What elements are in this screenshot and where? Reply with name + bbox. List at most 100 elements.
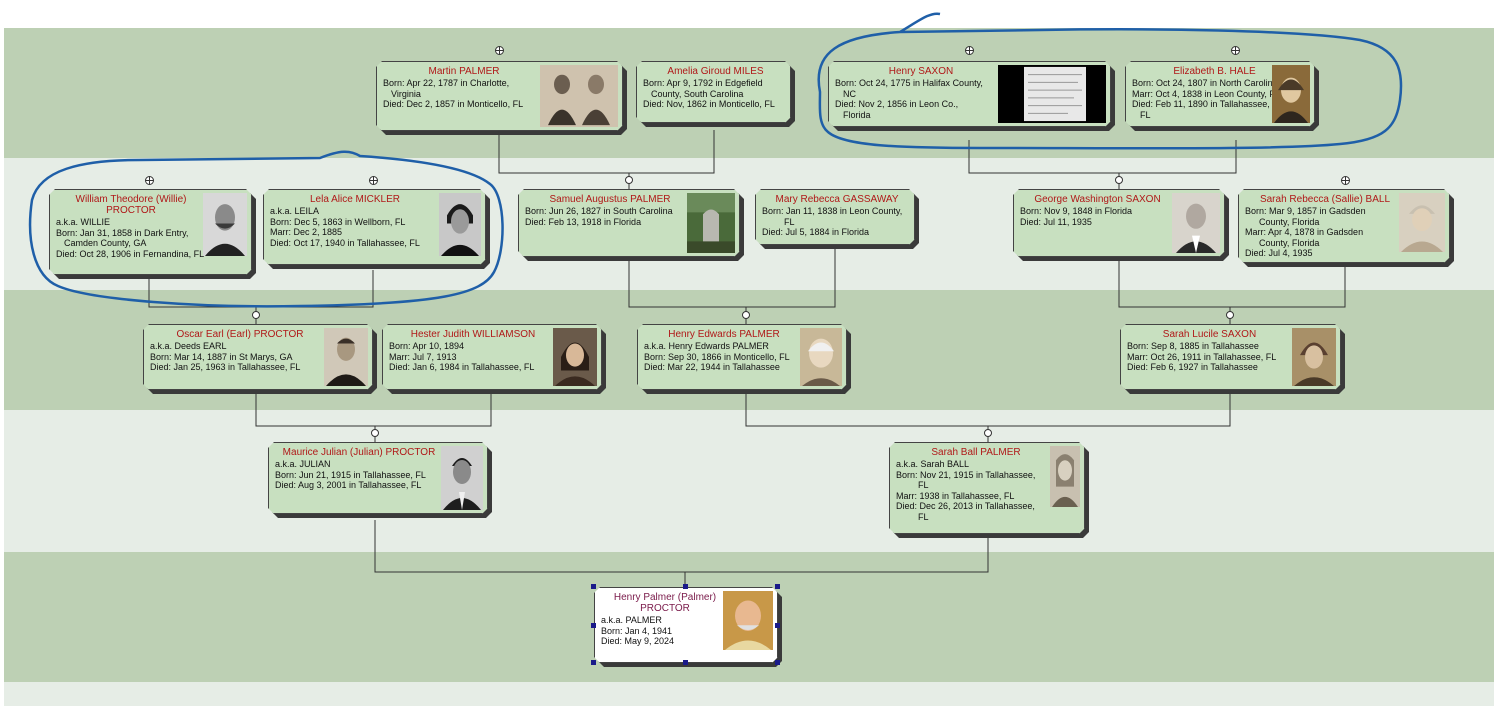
person-detail: Marr: 1938 in Tallahassee, FL (896, 490, 1015, 501)
person-name: Amelia Giroud MILES (667, 66, 764, 77)
person-detail: Died: Jan 6, 1984 in Tallahassee, FL (389, 362, 535, 372)
person-name: Sarah Rebecca (Sallie) BALL (1259, 194, 1391, 205)
person-detail: Born: Jun 26, 1827 in South Carolina (525, 206, 673, 216)
portrait-photo (203, 193, 247, 256)
resize-handle[interactable] (683, 584, 688, 589)
connector-line (498, 130, 715, 174)
person-detail: County, Florida (1259, 237, 1320, 248)
person-card-maurice-proctor[interactable]: Maurice Julian (Julian) PROCTOR a.k.a. J… (268, 442, 488, 514)
person-card-william-proctor[interactable]: William Theodore (Willie) PROCTOR a.k.a.… (49, 189, 252, 275)
person-detail: Born: Sep 30, 1866 in Monticello, FL (644, 351, 790, 362)
person-detail: Died: Nov, 1862 in Monticello, FL (643, 99, 775, 109)
gravestone-photo (687, 193, 735, 253)
person-detail: Died: Jul 4, 1935 (1245, 248, 1313, 258)
person-detail: Died: Jul 5, 1884 in Florida (762, 227, 870, 237)
person-detail: Died: Nov 2, 1856 in Leon Co., (835, 99, 959, 109)
resize-handle[interactable] (591, 660, 596, 665)
person-name: Sarah Ball PALMER (931, 447, 1021, 458)
person-detail: Died: Jul 11, 1935 (1020, 216, 1092, 227)
highlight-outline (28, 150, 504, 308)
person-name: Lela Alice MICKLER (309, 194, 401, 205)
family-connector-icon[interactable] (742, 311, 750, 319)
family-connector-icon[interactable] (252, 311, 260, 319)
person-detail: Died: Oct 17, 1940 in Tallahassee, FL (270, 237, 420, 248)
person-detail: Marr: Jul 7, 1913 (389, 351, 457, 362)
family-connector-icon[interactable] (625, 176, 633, 184)
family-connector-icon[interactable] (984, 429, 992, 437)
person-detail: a.k.a. WILLIE (56, 217, 111, 227)
person-detail: Born: Mar 14, 1887 in St Marys, GA (150, 351, 293, 362)
person-name: Oscar Earl (Earl) PROCTOR (176, 329, 304, 340)
family-connector-icon[interactable] (1226, 311, 1234, 319)
person-card-sarah-lucile-saxon[interactable]: Sarah Lucile SAXON Born: Sep 8, 1885 in … (1120, 324, 1341, 390)
person-detail: Born: Apr 9, 1792 in Edgefield (643, 78, 763, 88)
portrait-photo (540, 65, 618, 127)
family-connector-icon[interactable] (1115, 176, 1123, 184)
expand-parents-icon[interactable] (145, 176, 154, 185)
person-name: Henry SAXON (888, 66, 954, 77)
person-detail: a.k.a. PALMER (601, 615, 662, 625)
portrait-photo (1172, 193, 1220, 253)
highlight-outline (817, 12, 1403, 150)
person-detail: Born: Oct 24, 1807 in North Carolina (1132, 78, 1278, 88)
resize-handle[interactable] (591, 623, 596, 628)
person-detail: Florida (843, 109, 871, 120)
person-card-lela-mickler[interactable]: Lela Alice MICKLER a.k.a. LEILA Born: De… (263, 189, 486, 265)
expand-parents-icon[interactable] (495, 46, 504, 55)
person-name: Mary Rebecca GASSAWAY (775, 194, 899, 205)
person-name: Martin PALMER (428, 66, 500, 77)
person-card-sarah-rebecca-ball[interactable]: Sarah Rebecca (Sallie) BALL Born: Mar 9,… (1238, 189, 1450, 263)
person-detail: Born: Jun 21, 1915 in Tallahassee, FL (275, 469, 426, 480)
resize-handle[interactable] (775, 660, 780, 665)
person-detail: Born: Nov 21, 1915 in Tallahassee, (896, 469, 1036, 480)
person-detail: FL (918, 511, 929, 522)
person-card-elizabeth-hale[interactable]: Elizabeth B. HALE Born: Oct 24, 1807 in … (1125, 61, 1315, 127)
person-card-henry-saxon[interactable]: Henry SAXON Born: Oct 24, 1775 in Halifa… (828, 61, 1111, 127)
person-detail: a.k.a. Sarah BALL (896, 459, 970, 469)
person-card-martin-palmer[interactable]: Martin PALMER Born: Apr 22, 1787 in Char… (376, 61, 623, 131)
person-card-mary-rebecca-gassaway[interactable]: Mary Rebecca GASSAWAY Born: Jan 11, 1838… (755, 189, 915, 245)
person-detail: Died: Jan 25, 1963 in Tallahassee, FL (150, 362, 301, 372)
connector-line (255, 393, 492, 427)
resize-handle[interactable] (683, 660, 688, 665)
person-detail: Born: Apr 22, 1787 in Charlotte, (383, 78, 510, 88)
person-detail: Born: Oct 24, 1775 in Halifax County, (835, 78, 983, 88)
connector-line (1118, 260, 1346, 308)
person-detail: Died: Feb 11, 1890 in Tallahassee, (1132, 99, 1270, 109)
person-name: Henry Palmer (Palmer) PROCTOR (613, 592, 717, 614)
portrait-photo (723, 591, 773, 650)
row-band (4, 410, 1494, 552)
expand-parents-icon[interactable] (1231, 46, 1240, 55)
person-name: Samuel Augustus PALMER (549, 194, 671, 205)
expand-parents-icon[interactable] (1341, 176, 1350, 185)
person-card-amelia-miles[interactable]: Amelia Giroud MILES Born: Apr 9, 1792 in… (636, 61, 791, 123)
person-detail: NC (843, 88, 856, 99)
person-detail: Died: Aug 3, 2001 in Tallahassee, FL (275, 480, 422, 490)
person-detail: Died: Feb 13, 1918 in Florida (525, 216, 642, 227)
person-detail: Camden County, GA (64, 238, 147, 248)
person-card-samuel-palmer[interactable]: Samuel Augustus PALMER Born: Jun 26, 182… (518, 189, 740, 257)
person-card-hester-williamson[interactable]: Hester Judith WILLIAMSON Born: Apr 10, 1… (382, 324, 602, 390)
person-detail: Marr: Apr 4, 1878 in Gadsden (1245, 227, 1364, 237)
person-card-oscar-proctor[interactable]: Oscar Earl (Earl) PROCTOR a.k.a. Deeds E… (143, 324, 373, 390)
resize-handle[interactable] (775, 584, 780, 589)
person-detail: County, Florida (1259, 216, 1320, 227)
person-detail: Marr: Oct 26, 1911 in Tallahassee, FL (1127, 351, 1277, 362)
person-card-henry-edwards-palmer[interactable]: Henry Edwards PALMER a.k.a. Henry Edward… (637, 324, 847, 390)
person-detail: Marr: Dec 2, 1885 (270, 227, 343, 237)
resize-handle[interactable] (775, 623, 780, 628)
person-card-henry-palmer-proctor[interactable]: Henry Palmer (Palmer) PROCTOR a.k.a. PAL… (594, 587, 778, 663)
expand-parents-icon[interactable] (369, 176, 378, 185)
person-name: Elizabeth B. HALE (1173, 66, 1256, 77)
resize-handle[interactable] (591, 584, 596, 589)
person-card-george-saxon[interactable]: George Washington SAXON Born: Nov 9, 184… (1013, 189, 1225, 257)
person-detail: Born: Jan 31, 1858 in Dark Entry, (56, 227, 189, 238)
expand-parents-icon[interactable] (965, 46, 974, 55)
person-card-sarah-ball-palmer[interactable]: Sarah Ball PALMER a.k.a. Sarah BALL Born… (889, 442, 1085, 534)
person-detail: Born: Nov 9, 1848 in Florida (1020, 206, 1133, 216)
portrait-photo (553, 328, 597, 386)
person-detail: Marr: Oct 4, 1838 in Leon County, FL (1132, 88, 1280, 99)
family-connector-icon[interactable] (371, 429, 379, 437)
